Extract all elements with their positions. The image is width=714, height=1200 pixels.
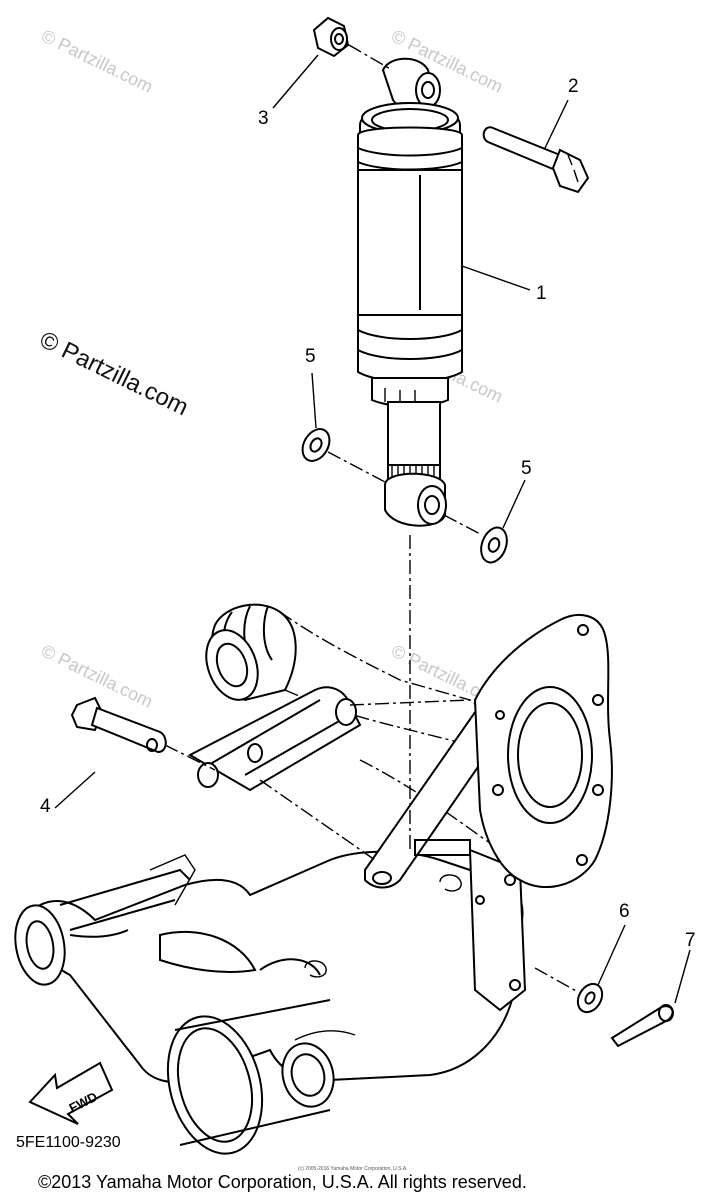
callout-1: 1 [536, 283, 547, 304]
tiny-copyright: (c) 2005-2016 Yamaha Motor Corporation, … [298, 1166, 408, 1172]
swingarm [14, 603, 613, 1155]
part-2-bolt [482, 99, 590, 194]
callout-7: 7 [685, 930, 696, 951]
callout-4: 4 [40, 796, 51, 817]
callout-3: 3 [258, 108, 269, 129]
callout-5a: 5 [305, 346, 316, 367]
watermark-main: © Partzilla.com [35, 326, 192, 421]
callout-6: 6 [619, 901, 630, 922]
forward-arrow-icon: FWD [28, 1061, 114, 1125]
copyright-notice: ©2013 Yamaha Motor Corporation, U.S.A. A… [38, 1172, 527, 1192]
part-1-shock-absorber [357, 57, 531, 527]
callout-2: 2 [568, 76, 579, 97]
part-4-bolt [54, 696, 376, 861]
part-3-nut [272, 16, 393, 109]
part-6-washer [534, 924, 626, 1014]
callout-5b: 5 [521, 458, 532, 479]
part-7-cotter-pin [610, 949, 691, 1048]
diagram-code: 5FE1100-9230 [16, 1134, 121, 1151]
part-5-washers [301, 372, 526, 564]
watermark-faint: © Partzilla.com [38, 26, 156, 97]
